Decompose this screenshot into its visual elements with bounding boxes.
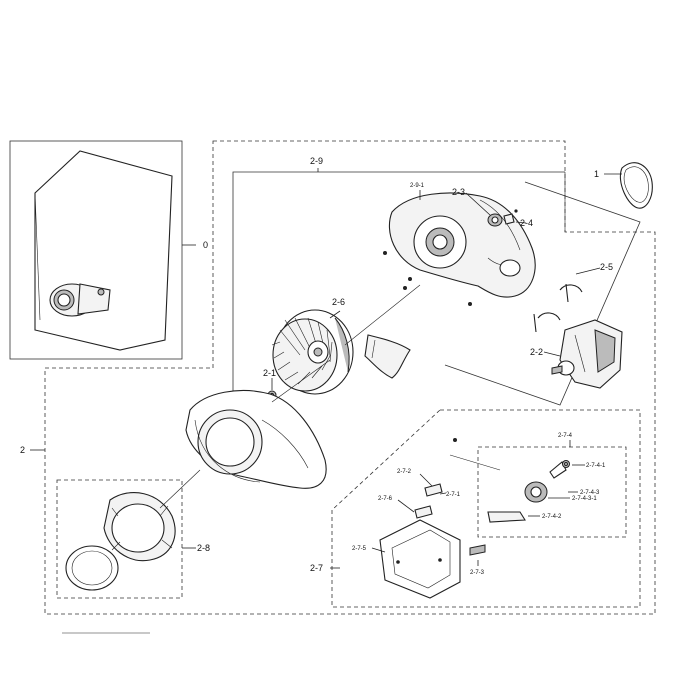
belt-part bbox=[620, 162, 653, 209]
subgroup-2-7-4-box bbox=[477, 446, 627, 538]
label-2-7-4-3: 2-7-4-3 bbox=[580, 490, 600, 496]
leader-lines bbox=[30, 168, 622, 569]
pulley-part bbox=[487, 209, 518, 227]
label-2-9-1: 2-9-1 bbox=[410, 183, 425, 189]
label-2-7-6: 2-7-6 bbox=[378, 496, 393, 502]
label-2-7-4-3-1: 2-7-4-3-1 bbox=[572, 496, 597, 502]
label-1: 1 bbox=[594, 169, 599, 179]
label-2: 2 bbox=[20, 445, 25, 455]
label-2-2: 2-2 bbox=[530, 347, 543, 357]
overview-box bbox=[9, 140, 183, 360]
label-2-9: 2-9 bbox=[310, 156, 323, 166]
label-2-8: 2-8 bbox=[197, 543, 210, 553]
label-2-7-4-1: 2-7-4-1 bbox=[586, 463, 606, 469]
subgroup-2-7-boundary bbox=[331, 409, 641, 608]
label-2-5: 2-5 bbox=[600, 262, 613, 272]
label-2-7: 2-7 bbox=[310, 563, 323, 573]
label-0: 0 bbox=[203, 240, 208, 250]
subgroup-2-2-area bbox=[444, 181, 641, 406]
blower-fan-part bbox=[271, 309, 354, 395]
label-2-1: 2-1 bbox=[263, 368, 276, 378]
duct-seal-part bbox=[364, 334, 411, 379]
label-2-7-2: 2-7-2 bbox=[397, 469, 412, 475]
filter-frame-part bbox=[65, 492, 176, 591]
group-outlines bbox=[9, 140, 656, 615]
label-2-7-5: 2-7-5 bbox=[352, 546, 367, 552]
overview-cabinet bbox=[34, 150, 173, 351]
label-2-7-4-2: 2-7-4-2 bbox=[542, 514, 562, 520]
assembly-2-boundary bbox=[44, 140, 656, 615]
motor-clamps bbox=[533, 283, 583, 333]
label-2-7-1: 2-7-1 bbox=[446, 492, 461, 498]
label-2-4: 2-4 bbox=[520, 218, 533, 228]
idler-pulley-part bbox=[487, 460, 570, 523]
label-2-6: 2-6 bbox=[332, 297, 345, 307]
label-2-7-4: 2-7-4 bbox=[558, 433, 573, 439]
subgroup-2-8-box bbox=[56, 479, 183, 599]
motor-part bbox=[551, 319, 623, 389]
part-labels: 0 1 2 2-9 2-9-1 2-3 2-4 2-5 2-6 2-2 2-1 … bbox=[20, 156, 613, 576]
rear-housing-part bbox=[383, 192, 536, 306]
subgroup-2-9-bracket bbox=[232, 171, 565, 405]
label-2-7-3: 2-7-3 bbox=[470, 570, 485, 576]
label-2-3: 2-3 bbox=[452, 187, 465, 197]
front-housing-part bbox=[185, 389, 327, 489]
motor-bracket-part bbox=[379, 438, 486, 599]
